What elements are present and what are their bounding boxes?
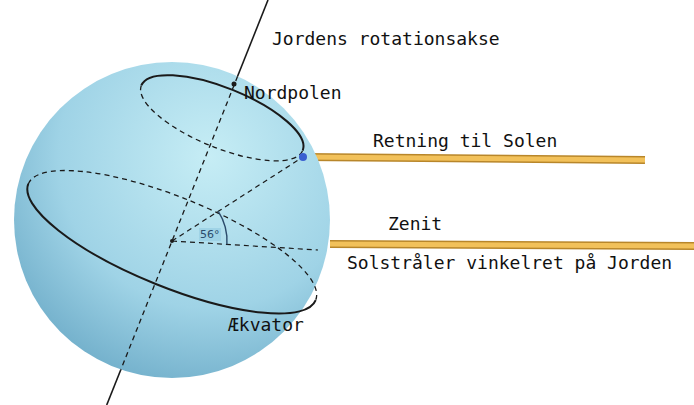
radius-line	[172, 241, 318, 250]
zenith-label: Zenit	[388, 213, 442, 235]
sun-ray	[330, 244, 694, 246]
pole-label: Nordpolen	[244, 82, 342, 104]
center-dot	[170, 239, 174, 243]
equator-label: Ækvator	[228, 314, 304, 336]
equator-circle	[11, 142, 332, 342]
earth-sphere	[14, 62, 330, 378]
location-dot	[299, 153, 307, 161]
rotation-axis	[121, 76, 238, 369]
sun-ray	[303, 157, 645, 160]
north-pole-dot	[232, 82, 237, 87]
sun-ray	[330, 244, 694, 246]
radius-line	[172, 157, 303, 241]
rotation-axis	[107, 370, 121, 405]
rotation-axis	[238, 0, 268, 76]
sun-ray	[303, 157, 645, 160]
sunray-label: Solstråler vinkelret på Jorden	[347, 252, 672, 274]
axis-label: Jordens rotationsakse	[272, 28, 500, 50]
angle-label: 56°	[199, 228, 221, 241]
direction-label: Retning til Solen	[373, 130, 557, 152]
latitude-circle	[130, 58, 314, 179]
